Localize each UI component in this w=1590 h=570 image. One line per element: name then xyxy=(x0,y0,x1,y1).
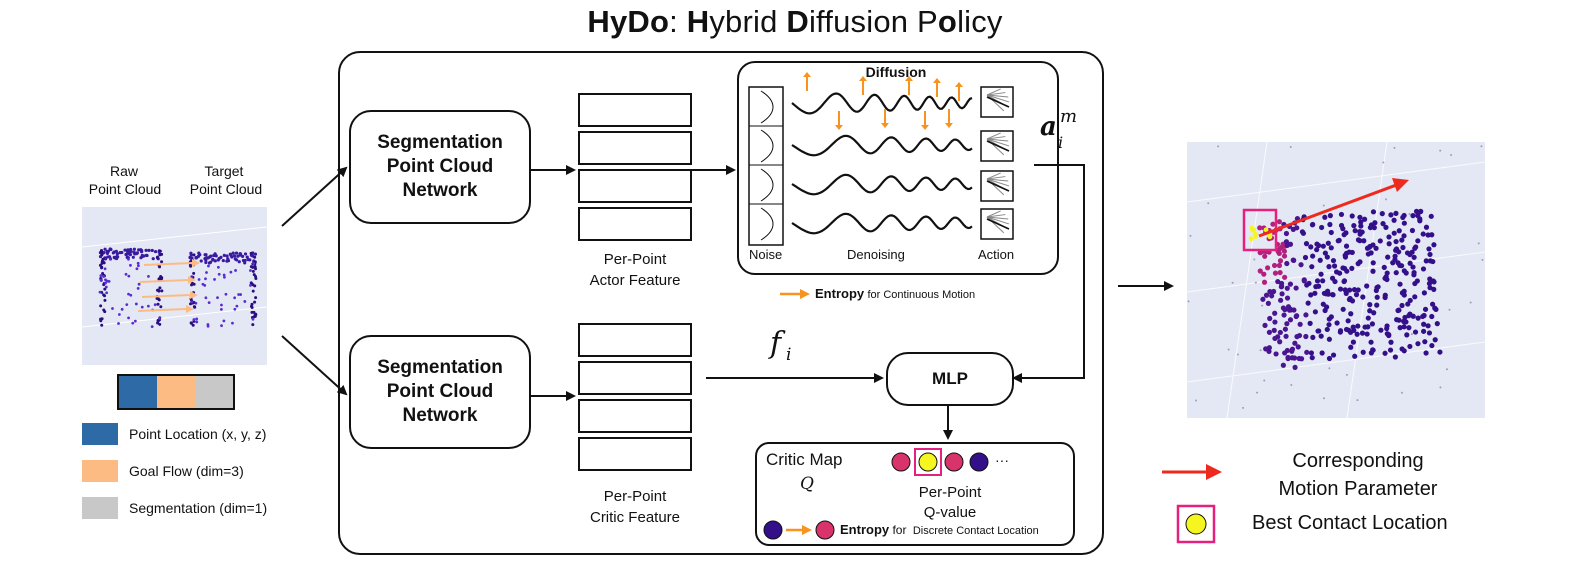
q-symbol: Q xyxy=(800,474,814,494)
legend-swatch-location xyxy=(82,423,118,445)
best-contact-icon xyxy=(1176,504,1216,544)
critic-feature-cell xyxy=(578,399,692,433)
target-label-line: Target xyxy=(204,163,244,179)
net-line: Network xyxy=(402,180,478,201)
action-symbol-sup: m xyxy=(1060,106,1078,127)
raw-point-cloud-label: Raw xyxy=(100,163,148,179)
critic-map-box xyxy=(755,442,1075,546)
entropy-discrete-bold: Entropy xyxy=(840,522,890,537)
mlp-block: MLP xyxy=(886,352,1014,406)
net-line: Network xyxy=(402,405,478,426)
q-value-line: Per-Point xyxy=(918,484,982,501)
input-point-cloud-image xyxy=(82,207,267,365)
title-part: ybrid xyxy=(709,4,787,39)
target-point-cloud-label-2: Point Cloud xyxy=(180,181,272,197)
motion-line: Motion Parameter xyxy=(1278,478,1438,500)
action-symbol-base: a xyxy=(1040,112,1057,142)
orange-arrow-icon xyxy=(780,289,810,299)
legend-swatch-goal-flow xyxy=(82,460,118,482)
feature-symbol-base: f xyxy=(770,326,782,361)
red-arrow-icon xyxy=(1162,464,1222,480)
q-value-dots xyxy=(891,448,989,476)
legend-swatch-segmentation xyxy=(82,497,118,519)
output-point-cloud-image xyxy=(1187,142,1485,418)
critic-feature-cell xyxy=(578,437,692,471)
critic-map-label: Critic Map xyxy=(766,450,843,469)
diagram-title: HyDo: Hybrid Diffusion Policy xyxy=(0,4,1590,40)
legend-label-goal-flow: Goal Flow (dim=3) xyxy=(129,463,244,479)
actor-feature-line: Actor Feature xyxy=(589,272,681,289)
actor-feature-label: Per-Point Actor Feature xyxy=(560,249,710,291)
raw-point-cloud-label-2: Point Cloud xyxy=(80,181,170,197)
title-part: licy xyxy=(957,4,1003,39)
critic-feature-line: Per-Point xyxy=(603,488,667,505)
feature-symbol-sub: i xyxy=(786,345,792,365)
net-line: Segmentation xyxy=(377,357,503,378)
title-part: o xyxy=(937,4,958,39)
motion-parameter-label: Corresponding Motion Parameter xyxy=(1258,447,1458,503)
title-part: : xyxy=(669,4,687,39)
actor-feature-cell xyxy=(578,207,692,241)
entropy-continuous-label: Entropy for Continuous Motion xyxy=(815,286,975,301)
legend-label-location: Point Location (x, y, z) xyxy=(129,426,267,442)
critic-feature-line: Critic Feature xyxy=(589,509,681,526)
raw-label-line: Point Cloud xyxy=(88,181,162,197)
q-value-label: Per-Point Q-value xyxy=(890,483,1010,523)
best-contact-label: Best Contact Location xyxy=(1252,512,1448,534)
net-line: Point Cloud xyxy=(386,381,494,402)
entropy-discrete-label: Entropy for Discrete Contact Location xyxy=(840,522,1039,537)
denoising-label: Denoising xyxy=(847,247,905,262)
actor-feature-cell xyxy=(578,93,692,127)
actor-feature-cell xyxy=(578,169,692,203)
discrete-entropy-icon xyxy=(763,520,835,540)
entropy-bold: Entropy xyxy=(815,286,865,301)
actor-feature-cell xyxy=(578,131,692,165)
raw-label-line: Raw xyxy=(109,163,138,179)
title-part: iffusion P xyxy=(808,4,938,39)
critic-feature-label: Per-Point Critic Feature xyxy=(560,486,710,528)
action-symbol: a xyxy=(1040,112,1057,142)
critic-feature-cell xyxy=(578,323,692,357)
target-point-cloud-label: Target xyxy=(200,163,248,179)
title-part: HyDo xyxy=(587,4,670,39)
motion-line: Corresponding xyxy=(1292,450,1424,472)
net-line: Point Cloud xyxy=(386,156,494,177)
point-location-segment xyxy=(119,376,157,408)
critic-feature-cell xyxy=(578,361,692,395)
title-part: D xyxy=(786,4,809,39)
target-label-line: Point Cloud xyxy=(189,181,263,197)
action-symbol-sub: i xyxy=(1058,133,1064,152)
q-value-line: Q-value xyxy=(923,504,977,521)
actor-feature-line: Per-Point xyxy=(603,251,667,268)
segmentation-segment xyxy=(195,376,233,408)
goal-flow-segment xyxy=(157,376,195,408)
noise-label: Noise xyxy=(749,247,783,262)
title-part: H xyxy=(686,4,710,39)
entropy-rest: for Continuous Motion xyxy=(867,289,976,301)
diffusion-title: Diffusion xyxy=(865,64,927,80)
diffusion-illustration xyxy=(748,72,1014,246)
q-value-ellipsis: ··· xyxy=(995,452,1009,468)
feature-vector-bar xyxy=(117,374,235,410)
action-label: Action xyxy=(978,247,1015,262)
net-line: Segmentation xyxy=(377,132,503,153)
entropy-discrete-for: for xyxy=(892,523,907,537)
entropy-discrete-rest: Discrete Contact Location xyxy=(912,525,1039,537)
legend-label-segmentation: Segmentation (dim=1) xyxy=(129,500,268,516)
